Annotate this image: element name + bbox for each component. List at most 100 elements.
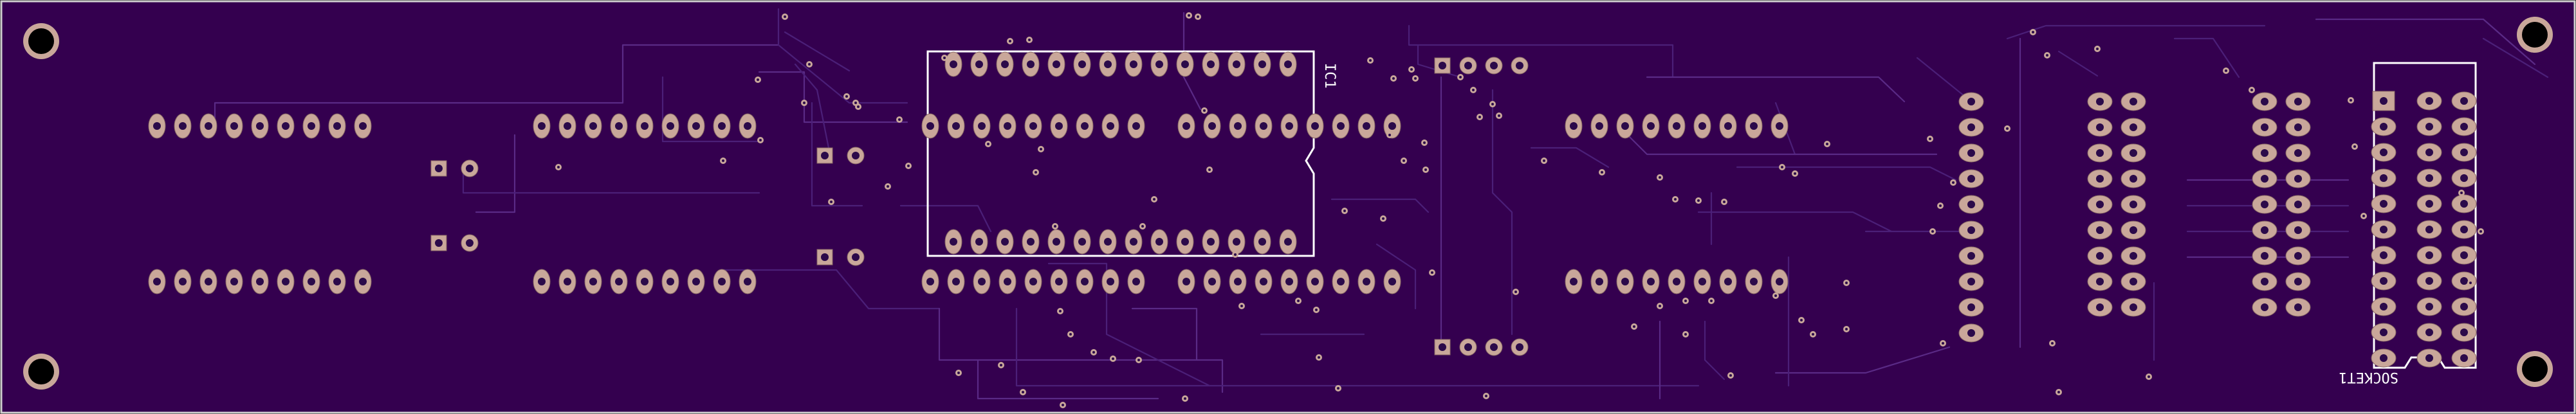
via xyxy=(1238,303,1245,309)
trace xyxy=(1330,198,1430,213)
via xyxy=(1090,349,1097,356)
socket1-pin xyxy=(2416,194,2442,213)
via xyxy=(1513,289,1519,295)
resistor-bank1-a xyxy=(2087,298,2113,317)
display4-top-pad xyxy=(1332,113,1350,139)
trace xyxy=(214,44,780,127)
socket1-pin xyxy=(2416,91,2442,111)
via xyxy=(1672,196,1679,203)
display2-bottom-pad xyxy=(713,269,731,294)
display5-top-pad xyxy=(1745,113,1763,139)
via xyxy=(1201,107,1208,114)
c4-pin2 xyxy=(847,248,865,266)
via xyxy=(1695,197,1702,204)
via xyxy=(1186,12,1192,19)
mounting-hole xyxy=(2517,17,2553,53)
ic1-pin-bottom-pad xyxy=(1176,229,1194,255)
socket1-pin xyxy=(2371,117,2397,136)
socket1-pin xyxy=(2416,246,2442,265)
display4-top-pad xyxy=(1306,113,1324,139)
trace xyxy=(1704,320,1725,381)
trace xyxy=(475,134,516,213)
via xyxy=(1195,14,1201,20)
trace xyxy=(462,166,760,194)
via xyxy=(1421,140,1428,146)
ic1-pin-bottom-pad xyxy=(1202,229,1220,255)
trace xyxy=(2006,24,2266,40)
display5-top-pad xyxy=(1668,113,1686,139)
resistor-bank2-b xyxy=(2285,169,2311,188)
resistor-bank2-a xyxy=(2252,298,2277,317)
via xyxy=(1060,402,1066,408)
resistor-bank1-a xyxy=(2087,169,2113,188)
ic1-pin-top-pad xyxy=(1125,51,1143,77)
header1-pin xyxy=(1434,57,1451,74)
header2-pin xyxy=(1459,338,1477,356)
display3-bottom-pad xyxy=(1127,269,1145,294)
resistor-bank1-a xyxy=(2087,246,2113,266)
via xyxy=(2478,228,2484,235)
header1-pin xyxy=(1511,57,1529,75)
c2-pin2 xyxy=(461,234,479,252)
via xyxy=(1929,228,1936,235)
via xyxy=(1798,317,1805,323)
via xyxy=(2094,46,2101,52)
display5-top-pad xyxy=(1616,113,1634,139)
mounting-hole xyxy=(23,23,59,59)
via xyxy=(941,55,948,61)
trace xyxy=(661,76,760,143)
socket1-pin xyxy=(2371,297,2397,316)
via xyxy=(555,164,562,170)
display5-top-pad xyxy=(1719,113,1737,139)
resistor-array-pad xyxy=(1958,195,1984,214)
display1-top-pad xyxy=(277,113,295,139)
trace xyxy=(2173,37,2240,78)
resistor-bank1-b xyxy=(2121,92,2146,111)
display3-bottom-pad xyxy=(1050,269,1068,294)
ic1-pin-top-pad xyxy=(1228,51,1246,77)
display3-bottom-pad xyxy=(998,269,1017,294)
resistor-bank2-b xyxy=(2285,246,2311,266)
trace xyxy=(2482,37,2549,78)
ic1-pin-top-pad xyxy=(1099,51,1117,77)
via xyxy=(1489,101,1496,107)
via xyxy=(1057,308,1063,314)
via xyxy=(1950,179,1956,186)
display4-top-pad xyxy=(1255,113,1273,139)
socket1-pin xyxy=(2451,143,2477,162)
socket1-pin xyxy=(2416,117,2442,136)
via xyxy=(843,93,850,100)
display1-top-pad xyxy=(354,113,372,139)
via xyxy=(905,163,912,169)
display5-bottom-pad xyxy=(1565,269,1583,294)
resistor-bank1-a xyxy=(2087,143,2113,163)
socket1-pin xyxy=(2451,297,2477,316)
via xyxy=(2044,52,2050,59)
display2-top-pad xyxy=(661,113,679,139)
via xyxy=(755,76,761,83)
via xyxy=(1136,357,1142,363)
via xyxy=(1927,136,1933,142)
resistor-bank2-a xyxy=(2252,221,2277,240)
display4-top-pad xyxy=(1383,113,1401,139)
display2-top-pad xyxy=(636,113,654,139)
socket1-pin xyxy=(2451,220,2477,239)
display1-top-pad xyxy=(251,113,269,139)
display3-top-pad xyxy=(1024,113,1042,139)
display5-bottom-pad xyxy=(1745,269,1763,294)
via xyxy=(2458,190,2465,196)
resistor-bank2-a xyxy=(2252,272,2277,291)
display3-top-pad xyxy=(1050,113,1068,139)
display2-top-pad xyxy=(713,113,731,139)
c2-pin1 xyxy=(430,235,447,251)
ic1-pin-top-pad xyxy=(1253,51,1271,77)
resistor-bank1-b xyxy=(2121,118,2146,137)
display5-top-pad xyxy=(1771,113,1789,139)
via xyxy=(782,14,788,20)
display5-top-pad xyxy=(1590,113,1608,139)
mounting-hole xyxy=(23,354,59,390)
via xyxy=(1721,199,1727,205)
resistor-bank1-a xyxy=(2087,272,2113,291)
display3-top-pad xyxy=(947,113,965,139)
